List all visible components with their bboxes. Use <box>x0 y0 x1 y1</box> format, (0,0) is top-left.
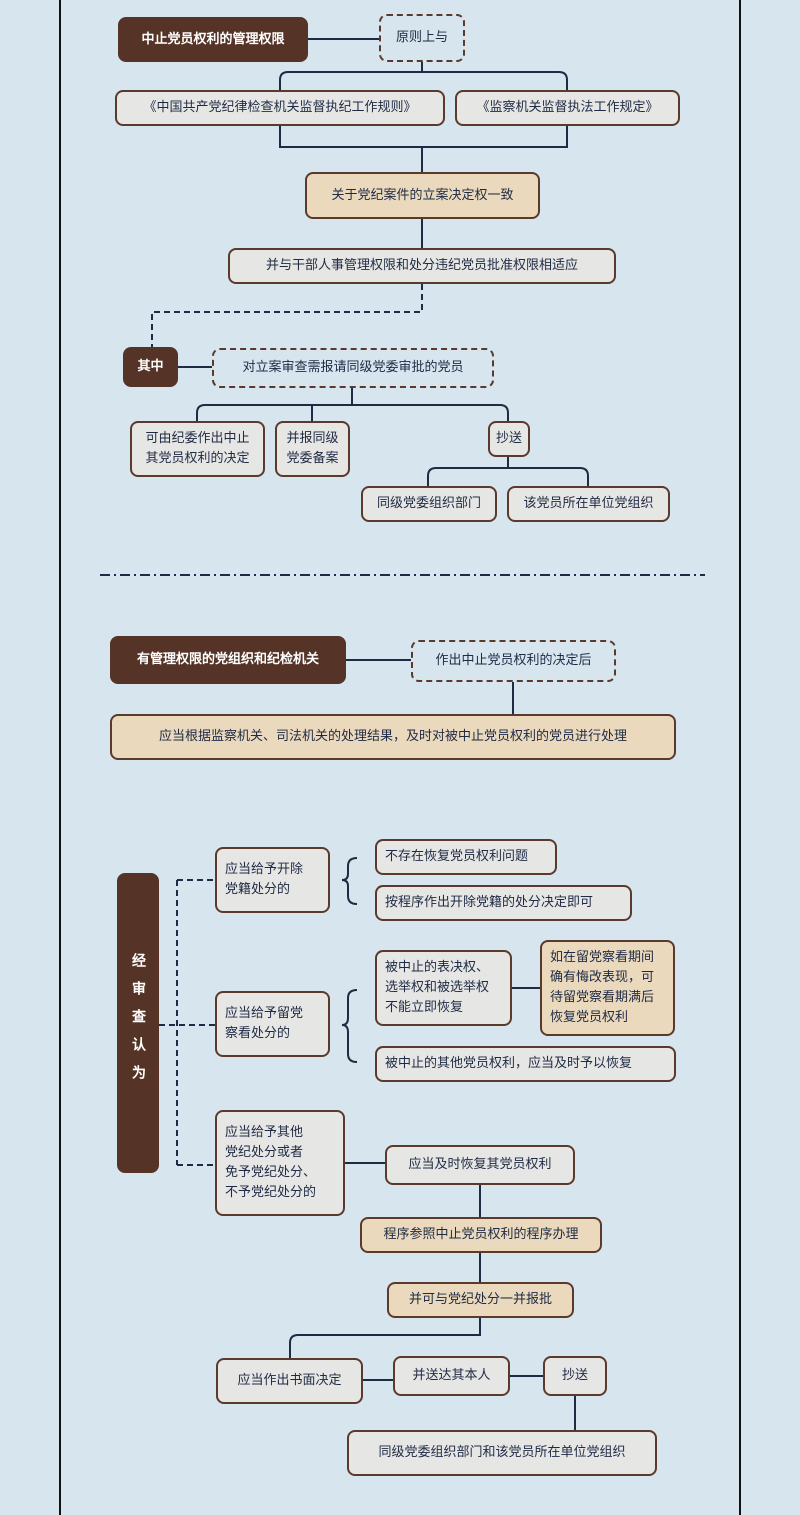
management-authority-title: 中止党员权利的管理权限 <box>118 17 308 62</box>
connector <box>289 1318 481 1358</box>
connector <box>196 388 509 421</box>
connector <box>279 126 568 172</box>
discipline-rules-node: 《中国共产党纪律检查机关监督执纪工作规则》 <box>115 90 445 126</box>
frame-right-border <box>739 0 741 1515</box>
approve-together-node: 并可与党纪处分一并报批 <box>387 1282 574 1318</box>
file-record-node: 并报同级 党委备案 <box>275 421 350 477</box>
brace <box>341 989 358 1063</box>
procedure-node: 程序参照中止党员权利的程序办理 <box>360 1217 602 1253</box>
brace <box>341 857 358 905</box>
cc-org-dept-node: 同级党委组织部门 <box>361 486 497 522</box>
no-restore-node: 不存在恢复党员权利问题 <box>375 839 557 875</box>
handle-result-node: 应当根据监察机关、司法机关的处理结果，及时对被中止党员权利的党员进行处理 <box>110 714 676 760</box>
voting-rights-node: 被中止的表决权、 选举权和被选举权 不能立即恢复 <box>375 950 512 1026</box>
written-decision-node: 应当作出书面决定 <box>216 1358 363 1404</box>
cc-node: 抄送 <box>488 421 530 457</box>
principle-node: 原则上与 <box>379 14 465 62</box>
connector <box>151 284 423 347</box>
expel-node: 应当给予开除 党籍处分的 <box>215 847 330 913</box>
after-decision-node: 作出中止党员权利的决定后 <box>411 640 616 682</box>
among-node: 其中 <box>123 347 178 387</box>
cc-node-2: 抄送 <box>543 1356 607 1396</box>
connector <box>363 1375 543 1381</box>
authority-adapt-node: 并与干部人事管理权限和处分违纪党员批准权限相适应 <box>228 248 616 284</box>
authorized-org-title: 有管理权限的党组织和纪检机关 <box>110 636 346 684</box>
other-rights-restore-node: 被中止的其他党员权利，应当及时予以恢复 <box>375 1046 676 1082</box>
other-punishment-node: 应当给予其他 党纪处分或者 免予党纪处分、 不予党纪处分的 <box>215 1110 345 1216</box>
cc-unit-party-node: 该党员所在单位党组织 <box>507 486 670 522</box>
after-review-title: 经审查认为 <box>117 873 159 1173</box>
cc-target-node: 同级党委组织部门和该党员所在单位党组织 <box>347 1430 657 1476</box>
supervision-rules-node: 《监察机关监督执法工作规定》 <box>455 90 680 126</box>
connector <box>159 879 215 1166</box>
expel-decision-node: 按程序作出开除党籍的处分决定即可 <box>375 885 632 921</box>
case-filing-consistent-node: 关于党纪案件的立案决定权一致 <box>305 172 540 219</box>
connector <box>427 457 589 486</box>
frame-left-border <box>59 0 61 1515</box>
report-approval-node: 对立案审查需报请同级党委审批的党员 <box>212 348 494 388</box>
deliver-node: 并送达其本人 <box>393 1356 510 1396</box>
probation-restore-node: 如在留党察看期间 确有悔改表现，可 待留党察看期满后 恢复党员权利 <box>540 940 675 1036</box>
commission-decide-node: 可由纪委作出中止 其党员权利的决定 <box>130 421 265 477</box>
probation-node: 应当给予留党 察看处分的 <box>215 991 330 1057</box>
connector <box>279 62 568 90</box>
restore-rights-node: 应当及时恢复其党员权利 <box>385 1145 575 1185</box>
